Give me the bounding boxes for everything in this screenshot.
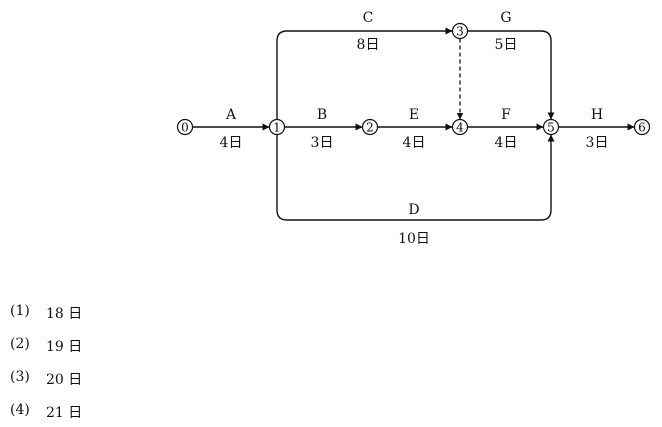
answer-option-2[interactable]: (2) 19 日 (10, 336, 82, 356)
activity-name: C (363, 10, 374, 26)
event-node-label: 3 (456, 25, 464, 39)
event-node-label: 2 (366, 121, 374, 135)
event-node-3 (451, 22, 469, 40)
activity-name: G (500, 10, 511, 26)
answer-option-4[interactable]: (4) 21 日 (10, 402, 82, 422)
option-number: (4) (10, 402, 30, 418)
option-number: (1) (10, 303, 30, 319)
event-node-label: 6 (638, 121, 646, 135)
event-node-label: 4 (456, 121, 464, 135)
event-node-2 (361, 118, 379, 136)
activity-arrow-g (467, 30, 555, 120)
activity-name: F (501, 107, 511, 123)
activity-name: A (225, 107, 237, 123)
activity-duration: 4日 (220, 135, 243, 151)
arrow-network-diagram: 0 1 2 3 4 5 6 A 4日 B 3日 C 8日 D 10日 E 4日 F 4日 G 5日 H 3日 (176, 10, 651, 247)
activity-arrow-d (276, 134, 555, 221)
answer-option-1[interactable]: (1) 18 日 (10, 303, 82, 323)
event-node-label: 5 (547, 121, 555, 135)
event-node-0 (176, 118, 194, 136)
event-node-label: 1 (273, 121, 281, 135)
activity-arrow-c (276, 27, 453, 120)
option-text: 19 日 (46, 339, 83, 355)
activity-duration: 5日 (495, 37, 518, 53)
event-node-label: 0 (181, 121, 189, 135)
option-text: 21 日 (46, 405, 83, 421)
option-text: 18 日 (46, 306, 83, 322)
option-number: (3) (10, 369, 30, 385)
activity-name: B (317, 107, 327, 123)
answer-option-3[interactable]: (3) 20 日 (10, 369, 82, 389)
activity-name: E (409, 107, 419, 123)
activity-name: H (591, 107, 603, 123)
event-node-6 (633, 118, 651, 136)
activity-name: D (408, 202, 419, 218)
event-node-4 (451, 118, 469, 136)
activity-duration: 3日 (311, 135, 334, 151)
event-node-5 (542, 118, 560, 136)
option-number: (2) (10, 336, 30, 352)
activity-duration: 4日 (495, 135, 518, 151)
activity-duration: 10日 (398, 231, 430, 247)
activity-duration: 3日 (586, 135, 609, 151)
option-text: 20 日 (46, 372, 83, 388)
activity-duration: 8日 (357, 37, 380, 53)
activity-duration: 4日 (403, 135, 426, 151)
event-node-1 (268, 118, 286, 136)
